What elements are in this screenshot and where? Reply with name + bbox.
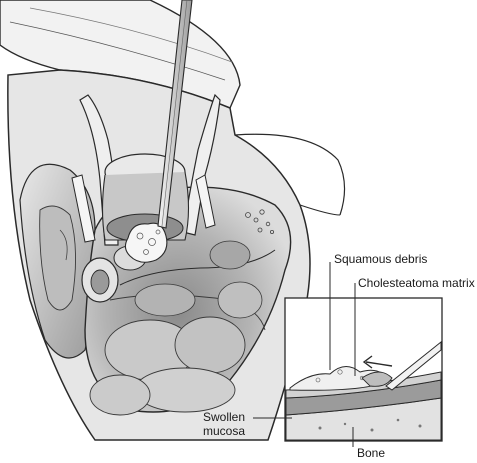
cholesteatoma-mass	[124, 222, 168, 263]
label-swollen-mucosa: Swollen mucosa	[203, 410, 246, 438]
inset-panel	[284, 297, 443, 442]
suction-probe	[157, 0, 193, 229]
label-bone: Bone	[357, 446, 386, 460]
middle-ear-cavity	[84, 186, 292, 416]
debris-specks	[245, 209, 274, 234]
label-squamous-debris: Squamous debris	[334, 252, 428, 266]
leader-lines	[253, 262, 356, 447]
label-cholesteatoma-matrix: Cholesteatoma matrix	[358, 276, 475, 290]
